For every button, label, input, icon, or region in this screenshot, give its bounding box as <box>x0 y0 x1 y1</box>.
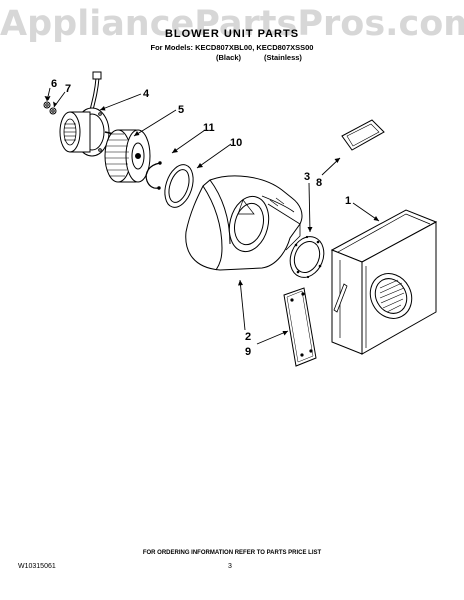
callout-10: 10 <box>230 137 242 149</box>
ordering-note: FOR ORDERING INFORMATION REFER TO PARTS … <box>142 550 322 556</box>
callout-4: 4 <box>143 88 150 100</box>
callout-2: 2 <box>245 331 251 343</box>
callout-numbers: 6 7 4 5 11 10 3 8 1 2 9 <box>51 78 351 358</box>
part-5-blower-wheel <box>104 129 151 183</box>
part-7-washer <box>49 107 57 115</box>
page-number: 3 <box>228 563 232 570</box>
variant-stainless: (Stainless) <box>264 53 302 62</box>
callout-7: 7 <box>65 83 71 95</box>
leader-arrowheads <box>44 96 379 336</box>
part-10-inlet-ring <box>164 164 194 208</box>
callout-5: 5 <box>178 104 184 116</box>
part-6-screw <box>43 95 51 109</box>
watermark: AppliancePartsPros.com <box>0 4 464 44</box>
document-number: W10315061 <box>18 563 56 570</box>
page-title: BLOWER UNIT PARTS <box>164 28 300 40</box>
part-9-cover-plate <box>283 287 317 367</box>
part-11-clip <box>145 161 162 190</box>
part-4-blower-motor <box>59 71 115 157</box>
callout-6: 6 <box>51 78 57 90</box>
callout-9: 9 <box>245 346 251 358</box>
variant-black: (Black) <box>216 53 242 62</box>
part-8-plate <box>341 119 385 151</box>
part-3-gasket <box>289 235 325 279</box>
part-1-blower-box <box>330 209 438 355</box>
callout-8: 8 <box>316 177 322 189</box>
models-line: For Models: KECD807XBL00, KECD807XSS00 <box>150 43 314 52</box>
callout-1: 1 <box>345 195 351 207</box>
callout-11: 11 <box>203 122 215 134</box>
part-2-blower-housing <box>185 175 303 271</box>
callout-3: 3 <box>304 171 310 183</box>
